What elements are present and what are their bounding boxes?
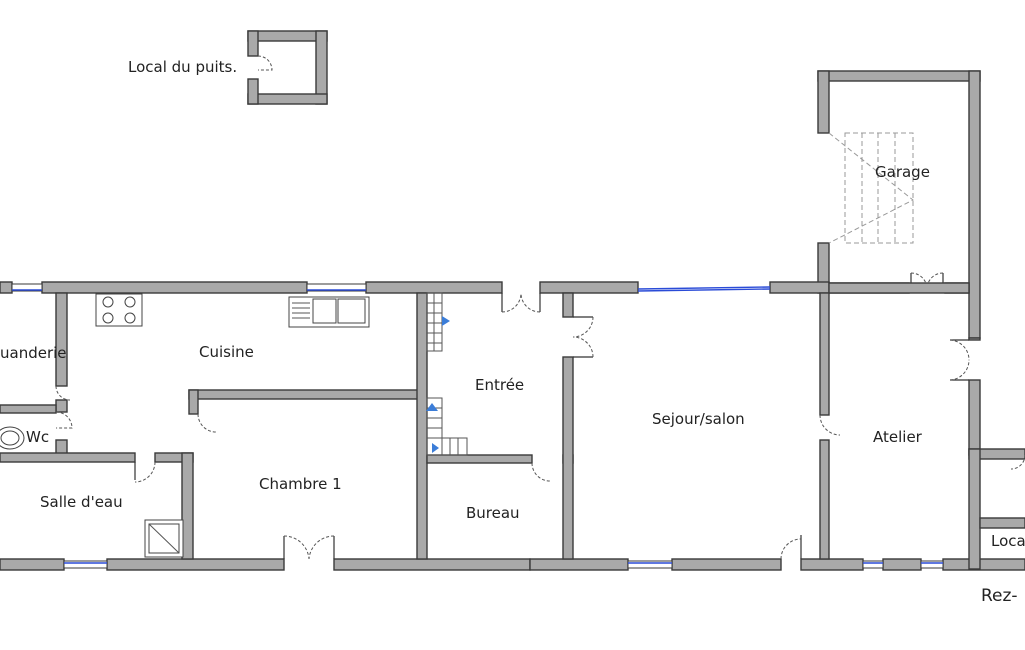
well-house-door: [257, 55, 273, 71]
stair-arrow-icon: [426, 403, 438, 411]
shower-tray: [144, 519, 184, 558]
room-label-atelier: Atelier: [873, 428, 923, 446]
wc-toilet: [0, 426, 25, 450]
interior-walls: [0, 292, 830, 560]
kitchen-cooktop: [95, 293, 143, 327]
room-label-local-right: Loca: [991, 532, 1025, 550]
garage-stair: [828, 132, 914, 244]
outer-walls: [0, 281, 1025, 571]
room-label-buanderie: uanderie: [0, 344, 67, 362]
room-label-garage: Garage: [875, 163, 930, 181]
garage-walls: [817, 70, 981, 339]
room-label-wc: Wc: [26, 428, 49, 446]
room-label-bureau: Bureau: [466, 504, 520, 522]
doors: [55, 292, 1025, 560]
room-label-entree: Entrée: [475, 376, 524, 394]
well-house: [247, 30, 328, 105]
stair-arrow-icon: [432, 443, 439, 453]
room-label-salle-eau: Salle d'eau: [40, 493, 123, 511]
room-label-cuisine: Cuisine: [199, 343, 254, 361]
room-label-chambre1: Chambre 1: [259, 475, 342, 493]
floor-level-label: Rez-: [981, 586, 1018, 606]
entree-stairs: [426, 292, 468, 456]
room-label-local-puits: Local du puits.: [128, 58, 237, 76]
stair-arrow-icon: [442, 316, 450, 326]
kitchen-sink: [288, 296, 370, 328]
room-label-sejour: Sejour/salon: [652, 410, 745, 428]
